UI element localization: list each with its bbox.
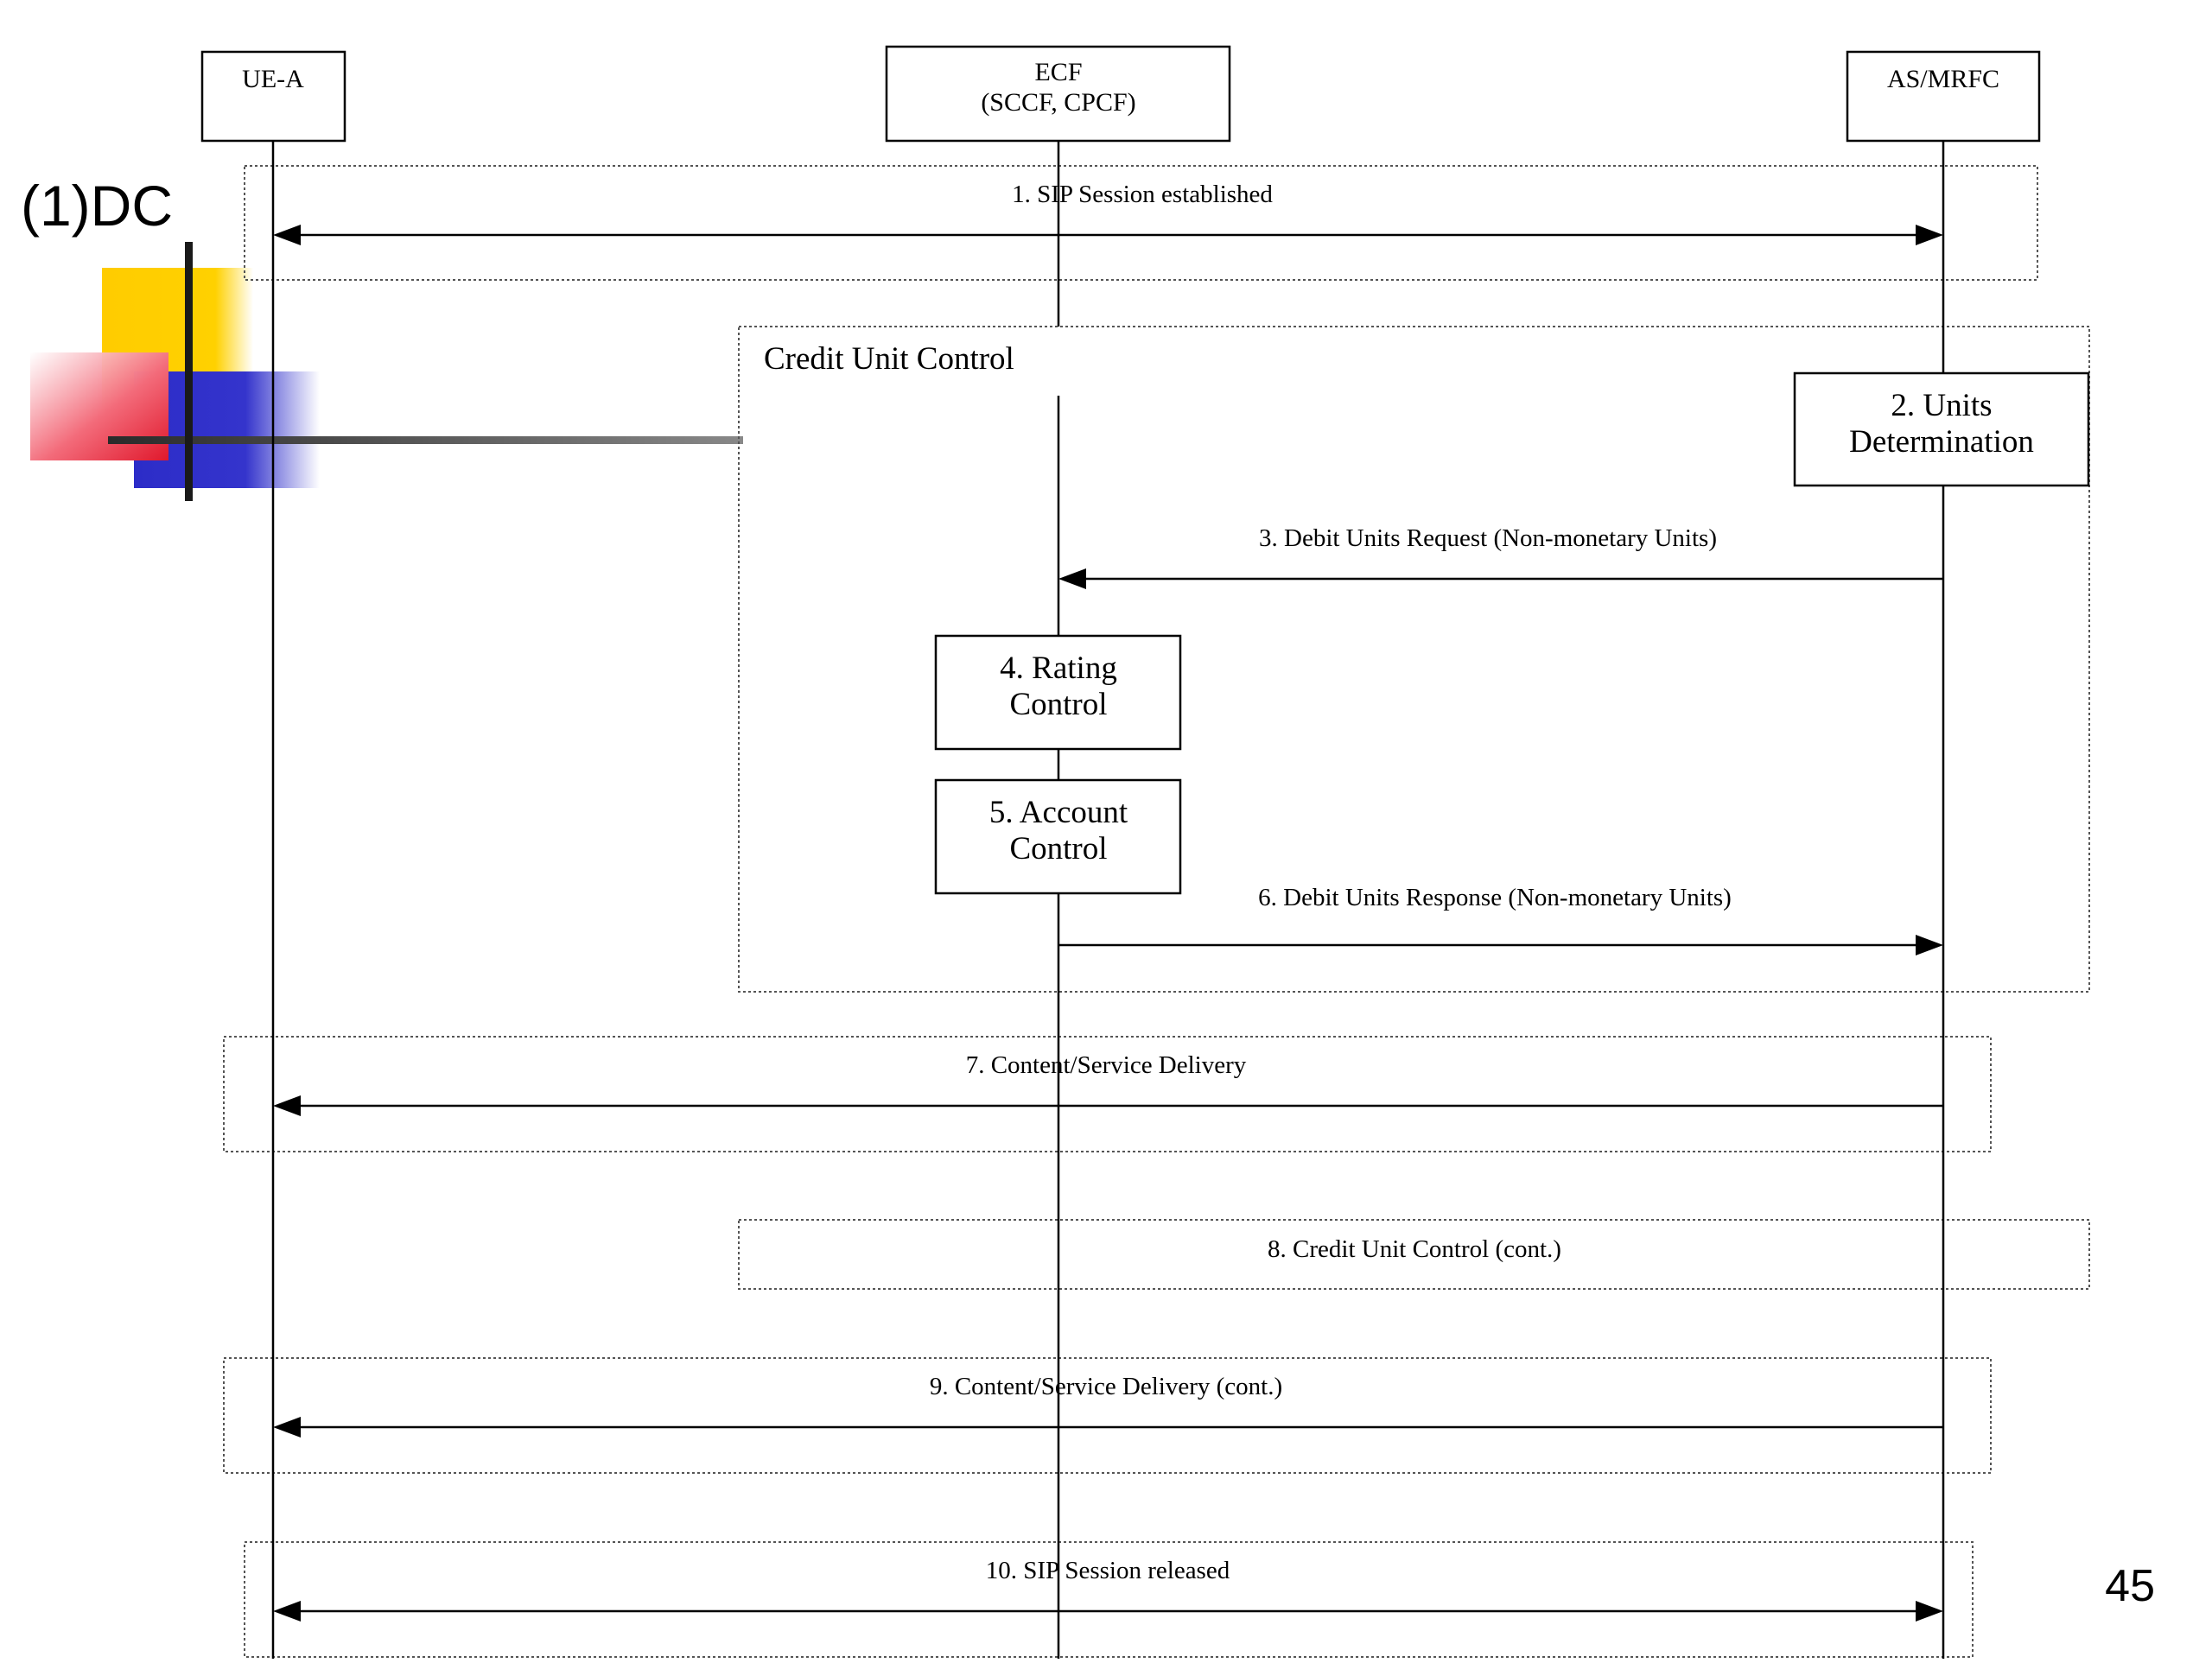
message-1-label: 1. SIP Session established: [1012, 181, 1273, 208]
arrowhead-6: [1916, 935, 1943, 955]
entity-label-as-mrfc: AS/MRFC: [1887, 65, 1999, 93]
box-rating-control: 4. Rating Control: [934, 634, 1182, 751]
arrowhead-3: [1058, 568, 1086, 589]
svg-text:2. Units: 2. Units: [1891, 388, 1992, 423]
frame-session-released: [244, 1541, 1974, 1658]
svg-text:Determination: Determination: [1849, 424, 2034, 460]
arrowhead-1-right: [1916, 225, 1943, 245]
slide-decoration: [30, 242, 743, 501]
section-title: Credit Unit Control: [764, 341, 1014, 377]
deco-red-square: [30, 352, 168, 460]
deco-horizontal-bar: [108, 436, 743, 444]
slide-heading: (1)DC: [21, 174, 173, 238]
message-10-label: 10. SIP Session released: [986, 1557, 1230, 1584]
entity-as-mrfc: AS/MRFC: [1846, 50, 2041, 143]
page-number: 45: [2105, 1561, 2155, 1611]
arrowhead-10-left: [273, 1601, 301, 1622]
frame-content-delivery: [223, 1036, 1992, 1152]
arrowhead-9: [273, 1417, 301, 1438]
svg-text:Control: Control: [1009, 831, 1107, 866]
frame-content-delivery-cont: [223, 1357, 1992, 1474]
entity-ecf: ECF (SCCF, CPCF): [885, 45, 1231, 143]
arrowhead-10-right: [1916, 1601, 1943, 1622]
deco-vertical-bar: [185, 242, 193, 501]
message-8-label: 8. Credit Unit Control (cont.): [1268, 1235, 1561, 1263]
svg-text:4. Rating: 4. Rating: [1000, 651, 1117, 686]
box-account-control: 5. Account Control: [934, 778, 1182, 895]
entity-ue-a: UE-A: [200, 50, 346, 143]
entity-label-ue-a: UE-A: [242, 65, 304, 93]
arrowhead-1-left: [273, 225, 301, 245]
message-6-label: 6. Debit Units Response (Non-monetary Un…: [1258, 884, 1732, 911]
message-7-label: 7. Content/Service Delivery: [966, 1051, 1247, 1079]
frame-credit-unit-control-cont: [738, 1219, 2090, 1290]
svg-text:5. Account: 5. Account: [989, 795, 1128, 830]
entity-label-ecf: ECF: [1034, 58, 1082, 86]
frames: [223, 165, 2090, 1658]
message-3-label: 3. Debit Units Request (Non-monetary Uni…: [1259, 524, 1717, 552]
box-units-determination: 2. Units Determination: [1793, 371, 2090, 487]
frame-credit-unit-control: [738, 326, 2090, 993]
svg-text:Control: Control: [1009, 687, 1107, 722]
arrowheads: [273, 225, 1943, 1622]
message-arrows: [294, 233, 1943, 1613]
arrowhead-7: [273, 1095, 301, 1116]
message-9-label: 9. Content/Service Delivery (cont.): [930, 1373, 1282, 1400]
entity-label-ecf-functions: (SCCF, CPCF): [981, 88, 1135, 117]
